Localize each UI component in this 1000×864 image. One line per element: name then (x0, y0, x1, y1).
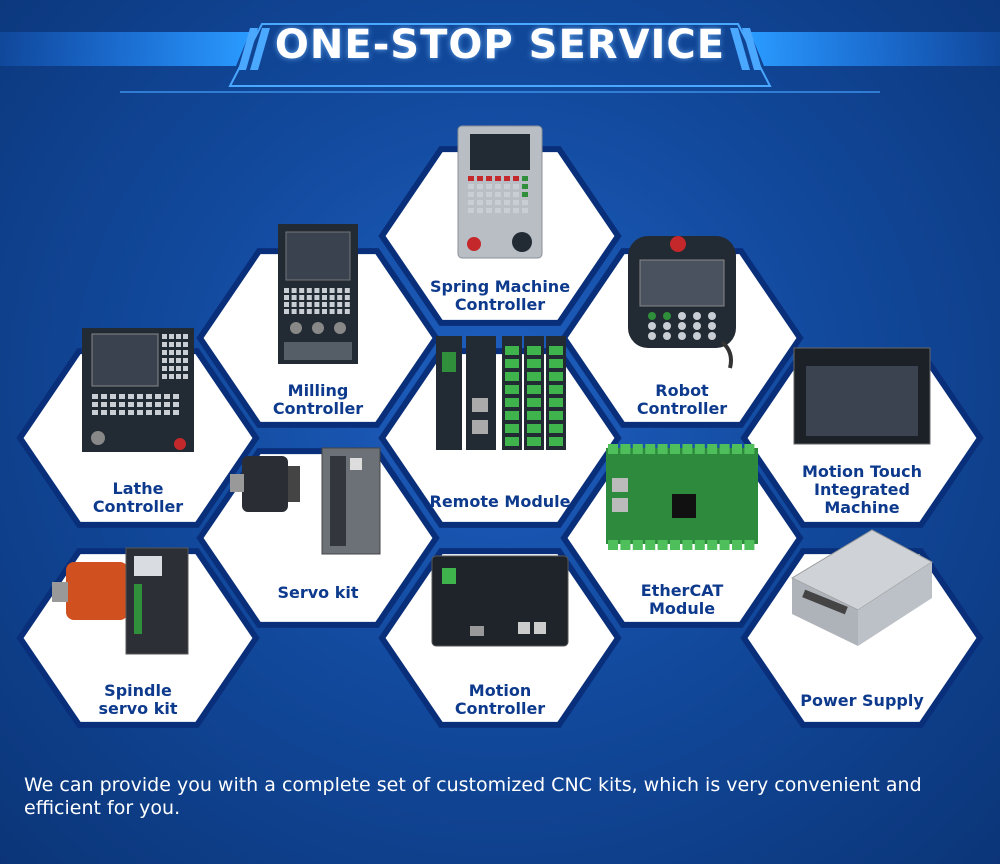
product-label-remote: Remote Module (420, 493, 580, 511)
product-label-line: Motion Touch (801, 462, 923, 481)
product-hex-servo (196, 447, 440, 628)
product-label-line: Milling (287, 381, 349, 400)
product-hex-remote (378, 336, 622, 528)
product-label-line: servo kit (98, 699, 178, 718)
product-hex-spring (378, 125, 622, 326)
header-chevrons (238, 28, 762, 70)
footer-text: We can provide you with a complete set o… (24, 774, 922, 819)
ethercat-module-icon (606, 444, 758, 550)
product-label-line: Motion (468, 681, 532, 700)
product-label-line: Module (648, 599, 716, 618)
product-label-line: Spring Machine (429, 277, 571, 296)
product-label-line: Lathe (112, 479, 164, 498)
lathe-controller-icon (82, 328, 194, 452)
header-band-right (750, 32, 1000, 66)
product-label-line: Robot (655, 381, 709, 400)
product-label-line: Integrated (814, 480, 910, 499)
product-hex-ethercat (560, 444, 804, 628)
product-label-line: Controller (272, 399, 364, 418)
spindle-servo-kit-icon (52, 547, 189, 655)
product-label-line: Power Supply (800, 691, 924, 710)
milling-controller-icon (278, 224, 358, 364)
product-label-line: Remote Module (429, 492, 571, 511)
power-supply-icon (790, 529, 933, 646)
product-label-line: Machine (824, 498, 900, 517)
product-label-line: Controller (454, 295, 546, 314)
product-label-line: Controller (636, 399, 728, 418)
motion-controller-icon (431, 555, 569, 647)
product-label-line: Spindle (104, 681, 172, 700)
product-hex-lathe (16, 328, 260, 528)
motion-touch-machine-icon (793, 347, 931, 445)
product-label-line: Controller (454, 699, 546, 718)
product-label-power: Power Supply (782, 692, 942, 710)
product-hex-grid (16, 125, 984, 728)
product-hex-motion-touch (740, 347, 984, 528)
product-label-line: Servo kit (277, 583, 359, 602)
spring-machine-controller-icon (457, 125, 543, 259)
product-hex-robot (560, 236, 804, 428)
robot-controller-icon (628, 236, 736, 369)
remote-module-icon (436, 336, 566, 450)
product-hex-motion (378, 548, 622, 728)
product-hex-milling (196, 224, 440, 428)
product-hex-spindle (16, 547, 260, 728)
header-band (0, 23, 1000, 93)
product-label-line: EtherCAT (640, 581, 724, 600)
product-label-line: Controller (92, 497, 184, 516)
product-label-servo: Servo kit (238, 584, 398, 602)
header-band-left (0, 32, 250, 66)
product-hex-power (740, 529, 984, 728)
page-title: ONE-STOP SERVICE (274, 22, 726, 68)
servo-kit-icon (230, 447, 381, 555)
